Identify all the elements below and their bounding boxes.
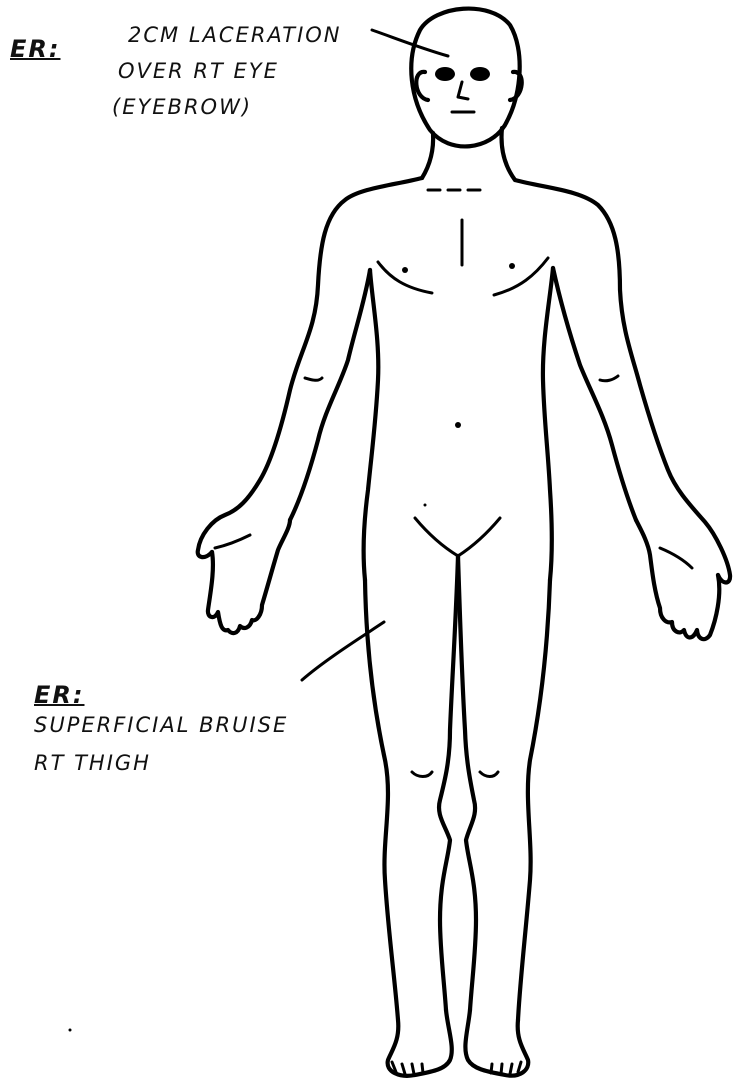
navel	[455, 422, 461, 428]
left-chest-line	[378, 262, 432, 293]
right-knee-mark	[480, 772, 498, 777]
left-ear	[416, 72, 428, 100]
eye-annotation-label: ER:	[10, 35, 60, 63]
right-ear	[510, 72, 522, 100]
left-knee-mark	[412, 772, 432, 777]
right-elbow-mark	[600, 376, 618, 381]
thigh-annotation-tag: ER:	[34, 680, 84, 710]
head-outline	[411, 9, 519, 147]
left-leg-inner	[439, 556, 458, 1010]
eye-annotation-tag: ER:	[10, 34, 60, 64]
thigh-annotation-line-2: RT THIGH	[34, 750, 151, 776]
torso-left-side	[364, 270, 379, 580]
right-leg-inner	[458, 556, 476, 1010]
right-arm-outer	[515, 180, 730, 583]
right-chest-line	[494, 258, 548, 295]
left-arm-outer	[198, 178, 422, 557]
thigh-annotation-line-1: SUPERFICIAL BRUISE	[34, 712, 288, 738]
left-thumb-line	[215, 535, 250, 548]
left-toes	[392, 1062, 423, 1074]
neck-left	[422, 133, 433, 178]
torso-right-side	[543, 268, 553, 580]
eye-annotation-leader	[372, 30, 448, 56]
left-arm-inner	[290, 270, 370, 520]
right-thumb-line	[660, 548, 692, 568]
right-eye	[470, 67, 490, 81]
right-hand	[636, 520, 719, 639]
stray-speck	[424, 504, 427, 507]
right-leg-outer	[518, 580, 550, 1020]
left-elbow-mark	[305, 378, 322, 380]
thigh-annotation-label: ER:	[34, 681, 84, 709]
nose	[458, 82, 468, 99]
left-foot	[415, 1010, 452, 1075]
eye-annotation-line-2: OVER RT EYE	[118, 58, 279, 84]
eye-annotation-line-3: (EYEBROW)	[112, 94, 252, 120]
left-eye	[435, 67, 455, 81]
eye-annotation-line-1: 2CM LACERATION	[128, 22, 342, 48]
right-arm-inner	[553, 268, 636, 520]
right-nipple	[509, 263, 515, 269]
groin-line	[415, 518, 500, 556]
stray-speck	[69, 1029, 72, 1032]
left-nipple	[402, 267, 408, 273]
neck-right	[502, 128, 515, 180]
left-leg-outer	[365, 580, 415, 1076]
